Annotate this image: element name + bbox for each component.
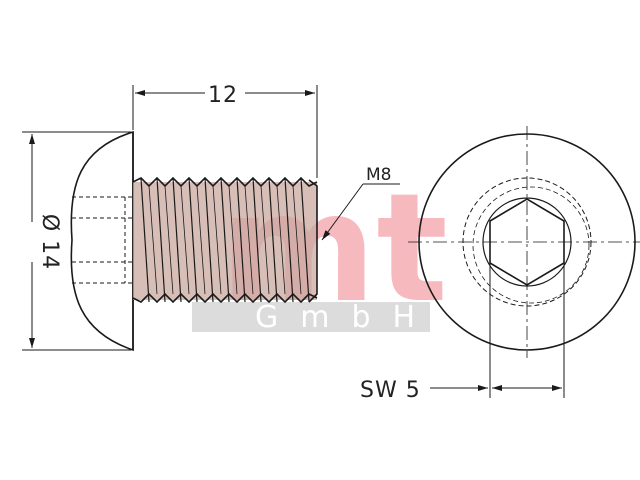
head-diameter-dimension bbox=[22, 131, 131, 351]
shank-end bbox=[308, 179, 318, 303]
threaded-shank bbox=[132, 176, 318, 304]
watermark-company-text: GmbH bbox=[255, 300, 437, 335]
thread-callout-text: M8 bbox=[366, 165, 391, 185]
hex-socket-hidden-lines bbox=[72, 196, 133, 284]
thread-top-profile bbox=[132, 176, 318, 188]
thread-bottom-profile bbox=[132, 292, 318, 304]
thread-hidden-circle-inner bbox=[472, 186, 590, 304]
watermark-band bbox=[192, 302, 430, 332]
length-dimension-text: 12 bbox=[208, 83, 238, 108]
head-diameter-text: Ø 14 bbox=[37, 214, 62, 270]
button-head bbox=[70, 130, 134, 352]
hex-socket-dimension bbox=[430, 222, 565, 398]
thread-flank-lines bbox=[140, 177, 310, 303]
hex-socket-dimension-text: SW 5 bbox=[360, 378, 421, 403]
screw-top-view bbox=[408, 126, 640, 358]
center-lines bbox=[408, 126, 640, 358]
screw-side-view bbox=[70, 130, 318, 352]
length-dimension bbox=[132, 85, 318, 178]
thread-callout bbox=[321, 183, 400, 241]
